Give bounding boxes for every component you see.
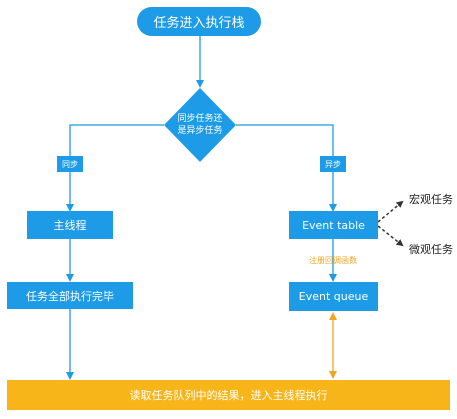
event-table-node: Event table [289,211,378,239]
arrow-async-branch [236,124,337,212]
micro-task-label: 微观任务 [409,243,453,256]
macro-task-label: 宏观任务 [409,193,453,206]
bottom-bar: 读取任务队列中的结果，进入主线程执行 [7,380,450,410]
decision-line-1: 同步任务还 [177,114,223,124]
decision-line-2: 是异步任务 [177,126,223,136]
dashed-arrow-micro [377,225,404,247]
dashed-arrow-macro [377,200,404,223]
arrow-sync-branch [66,124,164,212]
main-thread-node: 主线程 [27,211,113,239]
all-done-node: 任务全部执行完毕 [7,282,133,309]
decision-diamond [164,88,236,162]
sync-tag: 同步 [57,156,83,172]
start-node: 任务进入执行栈 [137,7,261,36]
async-tag: 异步 [320,156,346,172]
decision-label: 同步任务还 是异步任务 [164,113,236,137]
event-queue-node: Event queue [289,282,378,311]
register-callback-label: 注册回调函数 [309,256,357,265]
